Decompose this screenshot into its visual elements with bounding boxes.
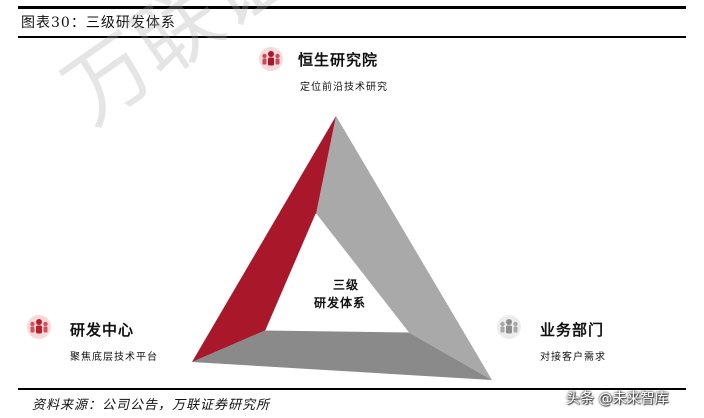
triangle-left-face xyxy=(192,116,336,362)
triangle-bottom-face xyxy=(192,330,492,380)
triangle-inner-edge xyxy=(265,213,410,333)
triangle-right-face xyxy=(316,116,492,380)
top-rule xyxy=(18,6,686,9)
figure-title: 图表30：三级研发体系 xyxy=(21,15,176,31)
node-title: 研发中心 xyxy=(70,321,135,339)
people-icon xyxy=(497,315,521,339)
source-note: 资料来源：公司公告，万联证券研究所 xyxy=(32,398,271,413)
people-icon xyxy=(27,315,51,339)
node-subtitle: 对接客户需求 xyxy=(540,352,606,363)
node-title: 恒生研究院 xyxy=(298,51,379,69)
node-subtitle: 定位前沿技术研究 xyxy=(300,82,388,93)
title-rule xyxy=(18,36,686,38)
center-label-line1: 三级 xyxy=(332,278,359,292)
credit-watermark: 头条 @未来智库 xyxy=(566,391,669,407)
center-label-line2: 研发体系 xyxy=(313,296,366,310)
source-rule xyxy=(18,388,686,390)
people-icon xyxy=(259,47,283,71)
node-title: 业务部门 xyxy=(540,321,605,339)
node-subtitle: 聚焦底层技术平台 xyxy=(70,352,158,363)
